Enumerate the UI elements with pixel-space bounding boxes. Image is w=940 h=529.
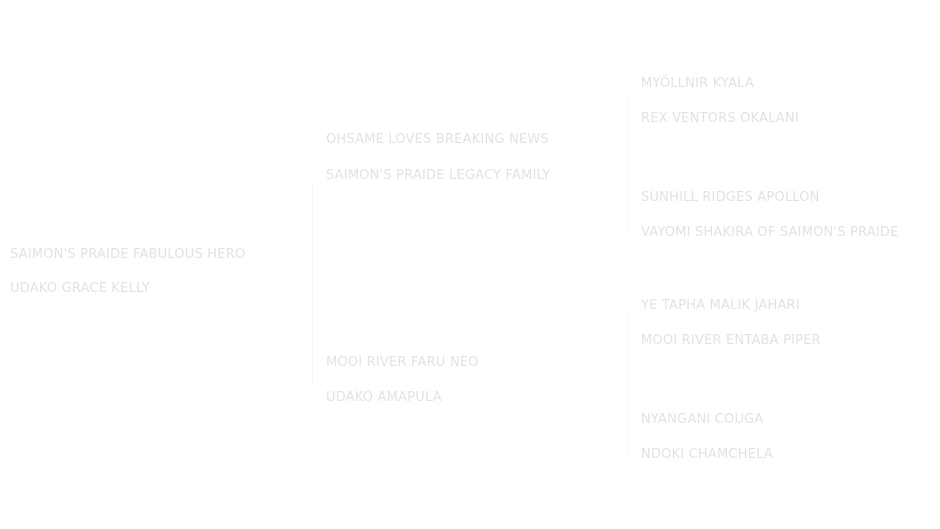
connector-line bbox=[312, 185, 313, 385]
sire-sire-name[interactable]: OHSAME LOVES BREAKING NEWS bbox=[326, 132, 549, 147]
ancestor-name[interactable]: SUNHILL RIDGES APOLLON bbox=[641, 190, 820, 205]
connector-line bbox=[628, 95, 629, 235]
ancestor-name[interactable]: VAYOMI SHAKIRA OF SAIMON'S PRAIDE bbox=[641, 225, 899, 240]
connector-line bbox=[628, 315, 629, 455]
ancestor-name[interactable]: YE TAPHA MALIK JAHARI bbox=[641, 298, 800, 313]
ancestor-name[interactable]: MOOI RIVER ENTABA PIPER bbox=[641, 333, 821, 348]
dam-dam-name[interactable]: UDAKO AMAPULA bbox=[326, 390, 442, 405]
dam-name[interactable]: UDAKO GRACE KELLY bbox=[10, 281, 150, 296]
ancestor-name[interactable]: NDOKI CHAMCHELA bbox=[641, 447, 773, 462]
dam-sire-name[interactable]: MOOI RIVER FARU NEO bbox=[326, 355, 479, 370]
ancestor-name[interactable]: NYANGANI COUGA bbox=[641, 412, 764, 427]
ancestor-name[interactable]: MYÖLLNIR KYALA bbox=[641, 76, 755, 91]
sire-name[interactable]: SAIMON'S PRAIDE FABULOUS HERO bbox=[10, 247, 246, 262]
ancestor-name[interactable]: REX VENTORS OKALANI bbox=[641, 111, 799, 126]
sire-dam-name[interactable]: SAIMON'S PRAIDE LEGACY FAMILY bbox=[326, 168, 551, 183]
